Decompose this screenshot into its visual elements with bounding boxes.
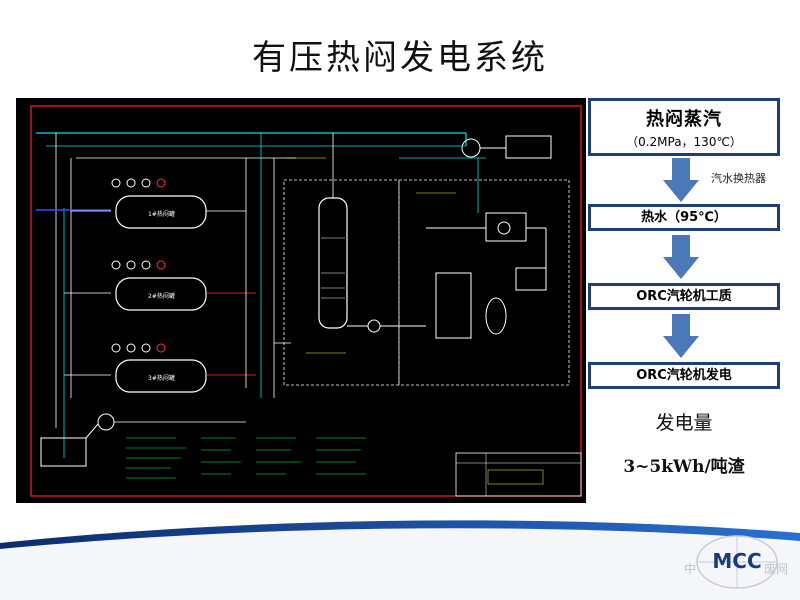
power-output-label: 发电量 [655, 412, 713, 434]
flow-step-orc-generation: ORC汽轮机发电 [588, 362, 780, 389]
flow-arrow-down-icon [663, 158, 699, 202]
flow-arrow-down-icon [663, 314, 699, 358]
watermark-left: 中 [684, 562, 697, 576]
flow-step-steam-sub: （0.2MPa，130℃） [626, 135, 742, 149]
generator [515, 267, 547, 291]
watermark-right: 废网 [764, 562, 789, 576]
process-diagram: 1#热闷罐 2#热闷罐 3#热闷罐 [16, 98, 586, 503]
tank-3-label: 3#热闷罐 [148, 374, 175, 382]
heat-exchanger-column [318, 197, 348, 329]
water-tank [40, 437, 87, 467]
exchanger-label: 汽水换热器 [711, 172, 766, 185]
mcc-logo-icon: MCC [696, 535, 778, 589]
orc-evaporator [435, 272, 472, 339]
drawing-border [30, 105, 582, 497]
footer-swoosh [0, 520, 800, 600]
power-output-value: 3~5kWh/吨渣 [623, 457, 745, 477]
tank-1-label: 1#热闷罐 [148, 210, 175, 218]
tank-2-label: 2#热闷罐 [148, 292, 175, 300]
slide-title: 有压热闷发电系统 [252, 38, 548, 78]
flow-step-hot-water: 热水（95℃） [588, 204, 780, 231]
logo-text: MCC [712, 549, 761, 573]
title-block [455, 452, 582, 497]
tank-1: 1#热闷罐 [71, 178, 246, 229]
flow-step-steam-title: 热闷蒸汽 [646, 109, 722, 130]
flow-arrow-down-icon [663, 235, 699, 279]
flow-step-orc-fluid: ORC汽轮机工质 [588, 283, 780, 310]
condenser-box [505, 135, 552, 159]
tank-3: 3#热闷罐 [64, 343, 256, 393]
process-diagram-canvas: 1#热闷罐 2#热闷罐 3#热闷罐 [30, 105, 582, 497]
flow-step-steam: 热闷蒸汽 （0.2MPa，130℃） [588, 98, 780, 156]
tank-2: 2#热闷罐 [64, 260, 256, 311]
